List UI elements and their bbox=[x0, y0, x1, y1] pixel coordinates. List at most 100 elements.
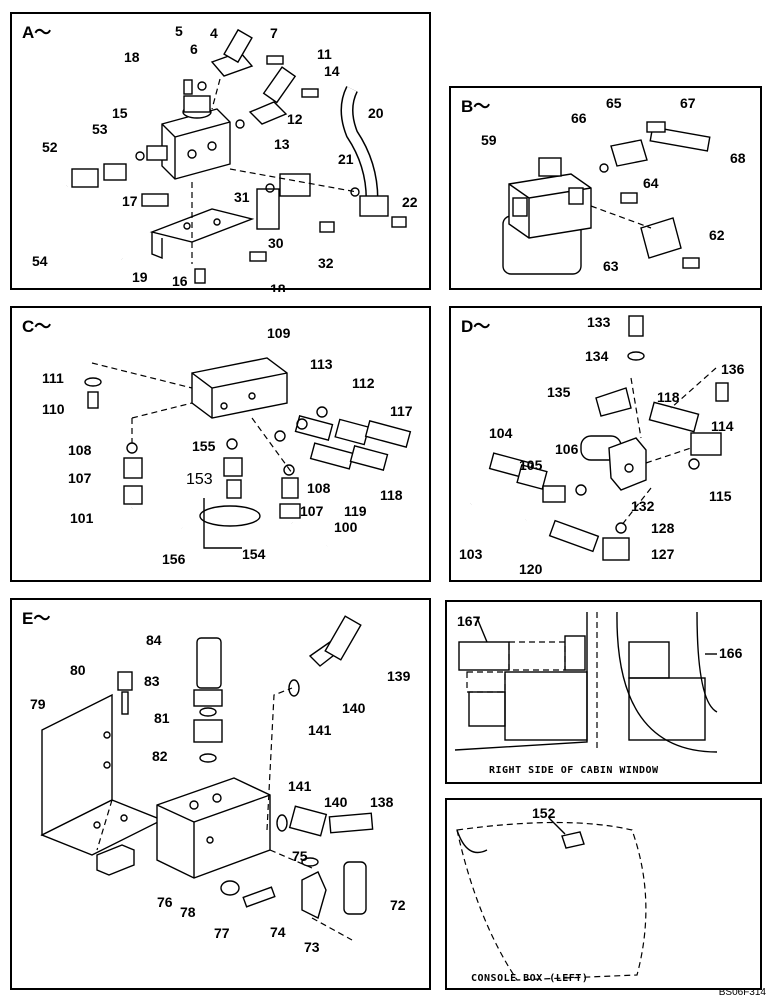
panel-b: B～ 59 62 63 64 65 66 67 68 bbox=[449, 86, 762, 290]
part-label: 108 bbox=[68, 442, 92, 458]
part-label: 18 bbox=[124, 49, 140, 65]
part-label: 152 bbox=[532, 805, 556, 821]
part-label: 15 bbox=[112, 105, 128, 121]
part-label: 31 bbox=[234, 189, 250, 205]
part-label: 101 bbox=[70, 510, 94, 526]
part-label: 16 bbox=[172, 273, 188, 289]
part-label: 109 bbox=[267, 325, 291, 341]
part-label: 53 bbox=[92, 121, 108, 137]
part-label: 167 bbox=[457, 613, 481, 629]
panel-e-drawing: 72 73 74 75 76 77 78 79 80 81 82 83 84 1… bbox=[30, 615, 411, 955]
part-label: 104 bbox=[489, 425, 513, 441]
part-label: 120 bbox=[519, 561, 543, 577]
part-label: 112 bbox=[352, 375, 375, 391]
part-label: 138 bbox=[370, 794, 394, 810]
part-label: 17 bbox=[122, 193, 138, 209]
part-label: 66 bbox=[571, 110, 587, 126]
part-label: 19 bbox=[132, 269, 148, 285]
part-label: 141 bbox=[288, 778, 312, 794]
panel-b-title: B～ bbox=[461, 97, 491, 116]
solenoid-valve-part bbox=[580, 435, 647, 491]
part-label: 141 bbox=[308, 722, 332, 738]
panel-cabin-window: 167 166 RIGHT SIDE OF CABIN WINDOW bbox=[445, 600, 762, 784]
part-label: 156 bbox=[162, 551, 186, 567]
part-label: 77 bbox=[214, 925, 230, 941]
panel-d-labels: 103 104 105 106 114 115 118 120 127 128 … bbox=[459, 314, 745, 577]
part-label: 154 bbox=[242, 546, 266, 562]
part-label: 67 bbox=[680, 95, 696, 111]
part-label: 127 bbox=[651, 546, 675, 562]
panel-d-drawing: 103 104 105 106 114 115 118 120 127 128 … bbox=[459, 314, 745, 577]
part-label: 153 bbox=[186, 471, 213, 488]
cabin-window-drawing: 167 166 bbox=[454, 611, 743, 753]
part-label: 155 bbox=[192, 438, 216, 454]
part-label: 5 bbox=[175, 23, 183, 39]
valve-block-part bbox=[156, 777, 271, 879]
part-label: 62 bbox=[709, 227, 725, 243]
part-label: 135 bbox=[547, 384, 571, 400]
part-label: 30 bbox=[268, 235, 284, 251]
part-label: 139 bbox=[387, 668, 411, 684]
switch-part bbox=[561, 831, 585, 849]
part-label: 84 bbox=[146, 632, 162, 648]
part-label: 64 bbox=[643, 175, 659, 191]
part-label: 108 bbox=[307, 480, 331, 496]
part-label: 65 bbox=[606, 95, 622, 111]
part-label: 81 bbox=[154, 710, 170, 726]
part-label: 107 bbox=[300, 503, 324, 519]
part-label: 80 bbox=[70, 662, 86, 678]
fittings-part bbox=[123, 415, 412, 551]
part-label: 54 bbox=[32, 253, 48, 269]
part-label: 72 bbox=[390, 897, 406, 913]
panel-c-labels: 100 101 107 107 108 108 109 110 111 112 … bbox=[42, 325, 413, 567]
part-label: 111 bbox=[42, 370, 64, 386]
part-label: 136 bbox=[721, 361, 745, 377]
part-label: 110 bbox=[42, 401, 65, 417]
part-label: 103 bbox=[459, 546, 483, 562]
panel-e-labels: 72 73 74 75 76 77 78 79 80 81 82 83 84 1… bbox=[30, 632, 411, 955]
panel-a-drawing: 4 5 6 7 11 12 13 14 15 16 17 18 18 19 20… bbox=[32, 23, 418, 292]
part-label: 68 bbox=[730, 150, 746, 166]
angle-bracket-part bbox=[40, 693, 164, 856]
part-label: 113 bbox=[310, 356, 333, 372]
panel-d-title: D～ bbox=[461, 317, 491, 336]
part-label: 78 bbox=[180, 904, 196, 920]
part-label: 14 bbox=[324, 63, 340, 79]
part-label: 32 bbox=[318, 255, 334, 271]
panel-e: E～ 72 bbox=[10, 598, 431, 990]
panel-c-drawing: 100 101 107 107 108 108 109 110 111 112 … bbox=[42, 325, 413, 567]
cabin-window-caption: RIGHT SIDE OF CABIN WINDOW bbox=[489, 765, 659, 776]
part-label: 119 bbox=[344, 503, 367, 519]
part-label: 118 bbox=[380, 487, 403, 503]
part-label: 52 bbox=[42, 139, 58, 155]
bracket-part bbox=[595, 387, 632, 417]
panel-a: A～ bbox=[10, 12, 431, 292]
part-label: 117 bbox=[390, 403, 413, 419]
part-label: 107 bbox=[68, 470, 92, 486]
panel-c-title: C～ bbox=[22, 317, 52, 336]
valve-block-part bbox=[146, 95, 231, 180]
console-box-drawing: 152 bbox=[456, 805, 647, 981]
part-label: 166 bbox=[719, 645, 743, 661]
part-label: 140 bbox=[324, 794, 348, 810]
part-label: 21 bbox=[338, 151, 354, 167]
part-label: 4 bbox=[210, 25, 218, 41]
panel-e-title: E～ bbox=[22, 609, 51, 628]
part-label: 128 bbox=[651, 520, 675, 536]
console-box-caption: CONSOLE BOX (LEFT) bbox=[471, 973, 589, 984]
panel-b-drawing: 59 62 63 64 65 66 67 68 bbox=[481, 95, 746, 275]
part-label: 20 bbox=[368, 105, 384, 121]
filter-part bbox=[502, 157, 592, 275]
part-label: 114 bbox=[711, 418, 734, 434]
part-label: 132 bbox=[631, 498, 655, 514]
part-label: 73 bbox=[304, 939, 320, 955]
part-label: 74 bbox=[270, 924, 286, 940]
part-label: 133 bbox=[587, 314, 611, 330]
part-label: 75 bbox=[292, 848, 308, 864]
panel-a-title: A～ bbox=[22, 23, 52, 42]
panel-b-labels: 59 62 63 64 65 66 67 68 bbox=[481, 95, 746, 274]
part-label: 13 bbox=[274, 136, 290, 152]
part-label: 83 bbox=[144, 673, 160, 689]
part-label: 18 bbox=[270, 281, 286, 292]
part-label: 7 bbox=[270, 25, 278, 41]
